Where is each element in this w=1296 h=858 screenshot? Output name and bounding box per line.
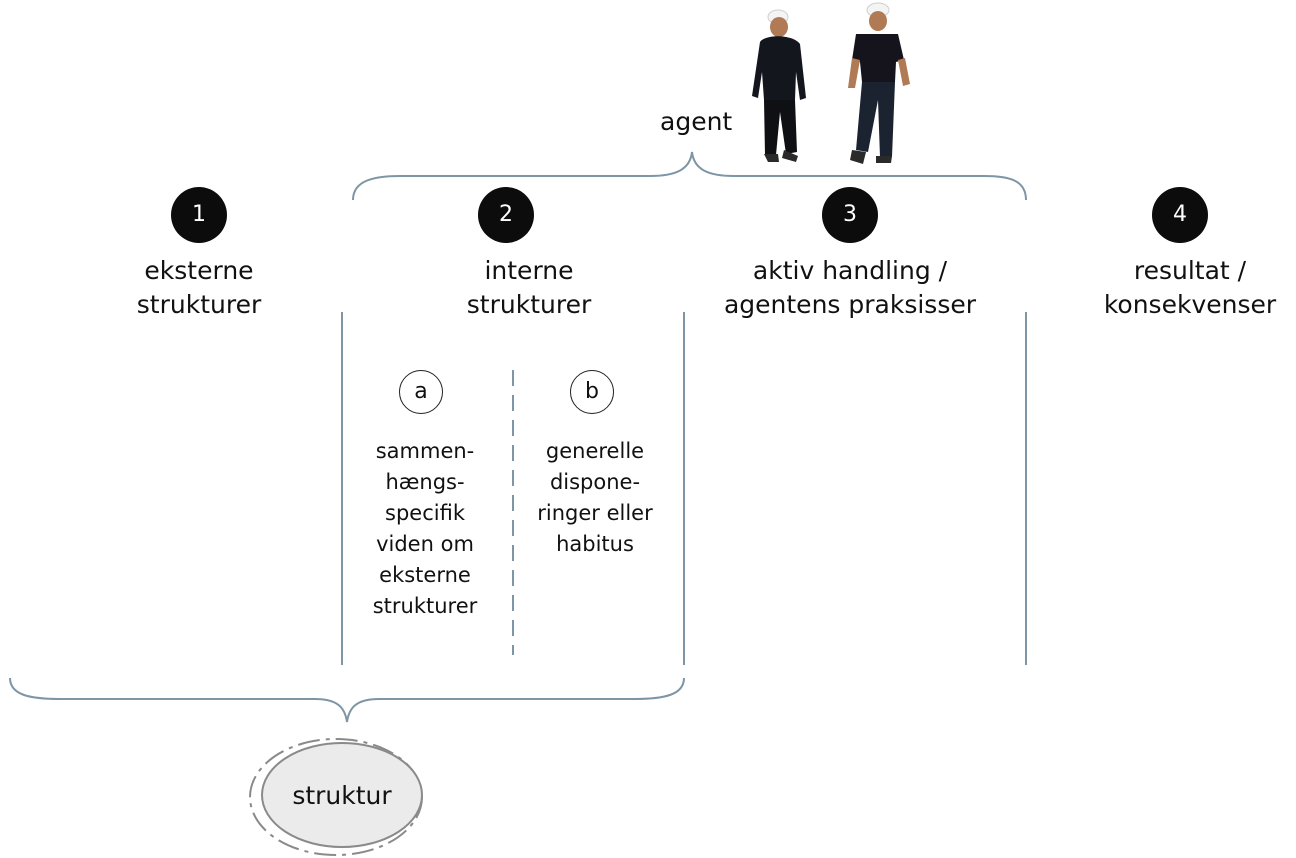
struktur-oval: [261, 742, 423, 848]
worker-left-figure: [752, 9, 806, 162]
struktur-brace: [9, 677, 685, 723]
column-2-label-line-2: strukturer: [466, 290, 592, 319]
worker-right-figure: [848, 2, 910, 164]
column-2-label: interne strukturer: [429, 254, 629, 322]
column-2-number-badge: 2: [478, 187, 534, 243]
subcolumn-a-text: sammen- hængs- specifik viden om ekstern…: [350, 436, 500, 622]
column-4-label: resultat / konsekvenser: [1085, 254, 1295, 322]
column-2-label-line-1: interne: [484, 256, 574, 285]
subcolumn-a-line-6: strukturer: [372, 594, 478, 618]
workers-illustration: [752, 2, 910, 164]
agent-brace: [352, 151, 1027, 201]
column-4-label-line-2: konsekvenser: [1103, 290, 1277, 319]
column-1-label: eksterne strukturer: [99, 254, 299, 322]
column-1-label-line-1: eksterne: [144, 256, 254, 285]
subcolumn-b-line-4: habitus: [556, 532, 634, 556]
column-3-number-badge: 3: [822, 187, 878, 243]
subcolumn-b-line-2: dispone-: [549, 470, 641, 494]
subcolumn-a-line-3: specifik: [385, 501, 465, 525]
subcolumn-a-line-4: viden om: [376, 532, 474, 556]
struktur-label: struktur: [292, 781, 392, 810]
subcolumn-b-line-1: generelle: [545, 439, 645, 463]
column-4-label-line-1: resultat /: [1133, 256, 1247, 285]
agent-label: agent: [660, 107, 733, 136]
column-3-label-line-2: agentens praksisser: [723, 290, 977, 319]
subcolumn-a-line-2: hængs-: [385, 470, 465, 494]
column-1-label-line-2: strukturer: [136, 290, 262, 319]
subcolumn-a-letter-badge: a: [399, 370, 443, 414]
column-3-label: aktiv handling / agentens praksisser: [700, 254, 1000, 322]
column-4-number-badge: 4: [1152, 187, 1208, 243]
column-1-number-badge: 1: [171, 187, 227, 243]
subcolumn-a-line-5: eksterne: [379, 563, 471, 587]
subcolumn-b-text: generelle dispone- ringer eller habitus: [520, 436, 670, 560]
subcolumn-a-line-1: sammen-: [375, 439, 475, 463]
subcolumn-b-letter-badge: b: [570, 370, 614, 414]
subcolumn-b-line-3: ringer eller: [537, 501, 653, 525]
column-3-label-line-1: aktiv handling /: [752, 256, 948, 285]
